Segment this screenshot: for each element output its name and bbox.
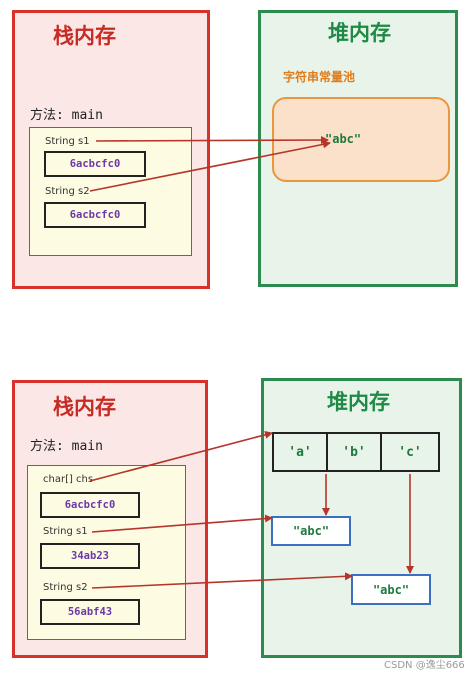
csdn-watermark: CSDN @逸尘666 [384,660,465,671]
string-constant-pool-label: 字符串常量池 [283,70,356,84]
bottom-heap-title: 堆内存 [327,390,390,414]
top-method-label: 方法: main [30,108,103,123]
top-address-box-s2: 6acbcfc0 [44,202,146,228]
string-object-2: "abc" [351,574,431,605]
char-array-cell-c: 'c' [380,432,440,472]
bottom-var-label-s1: String s1 [43,526,88,537]
bottom-address-box-s2: 56abf43 [40,599,140,625]
pool-string-value: "abc" [325,132,362,146]
top-var-label-s1: String s1 [45,136,90,147]
top-address-box-s1: 6acbcfc0 [44,151,146,177]
bottom-var-label-chs: char[] chs [43,474,94,485]
bottom-address-box-chs: 6acbcfc0 [40,492,140,518]
arrow-s2-to-string-2 [91,572,353,589]
arrow-top-s1-to-pool [95,136,329,145]
bottom-method-label: 方法: main [30,439,103,454]
bottom-address-box-s1: 34ab23 [40,543,140,569]
arrow-top-s2-to-pool [89,140,331,192]
bottom-var-label-s2: String s2 [43,582,88,593]
top-stack-title: 栈内存 [53,24,116,48]
top-main-frame [29,127,192,256]
string-object-1: "abc" [271,516,351,546]
bottom-stack-title: 栈内存 [53,395,116,419]
top-heap-title: 堆内存 [328,21,391,45]
char-array-cell-b: 'b' [326,432,382,472]
arrow-s1-to-string-1 [91,514,273,533]
top-var-label-s2: String s2 [45,186,90,197]
arrow-chs-to-array [89,430,273,482]
